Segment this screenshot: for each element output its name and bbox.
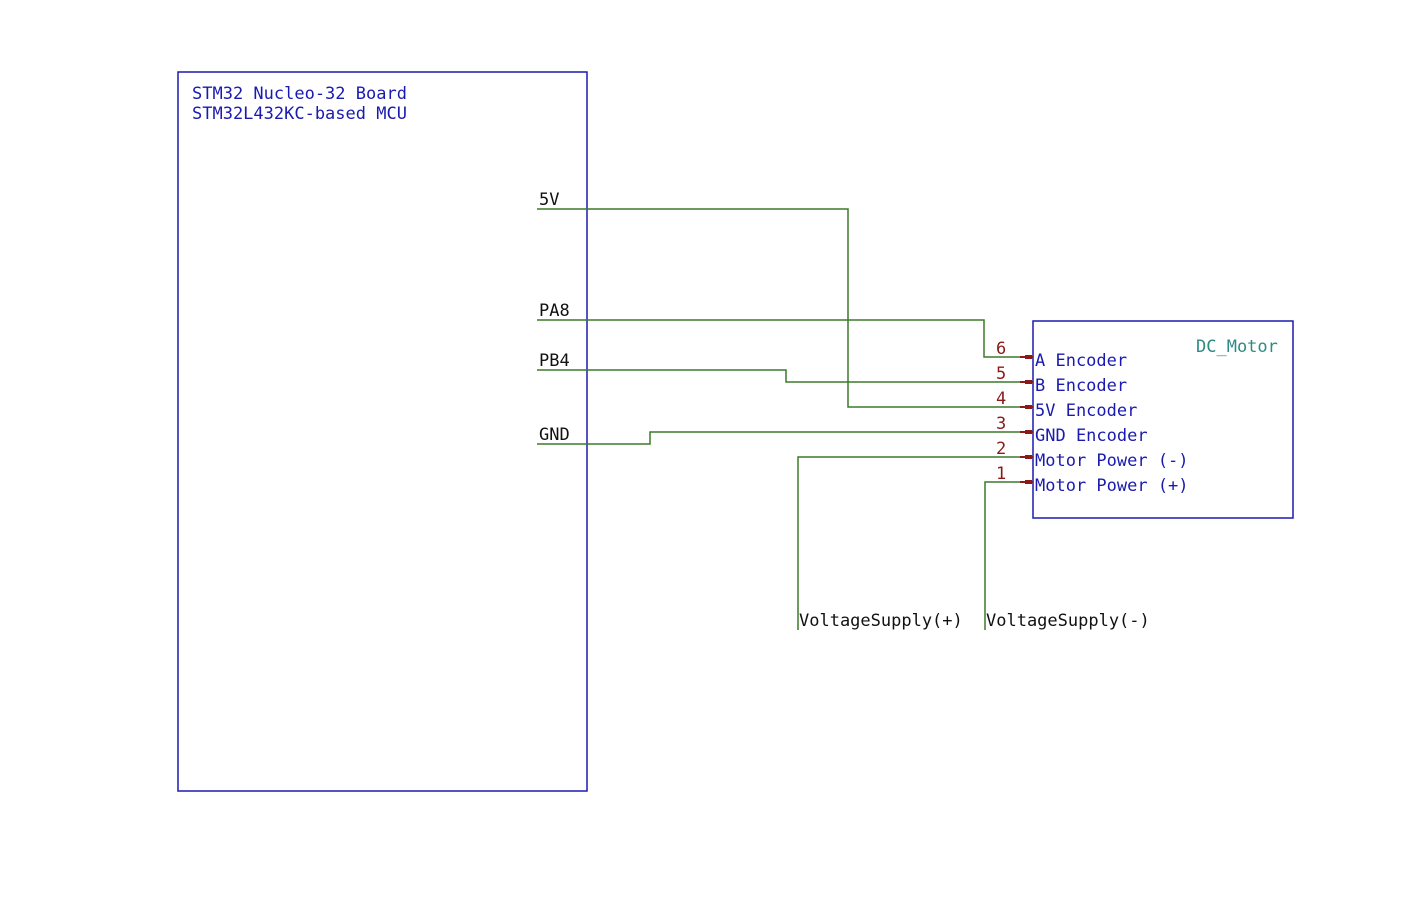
mcu-title-line1: STM32 Nucleo-32 Board: [192, 84, 407, 104]
wire-5v-to-encoder[interactable]: [537, 208, 1027, 408]
motor-pin-1-end: [1025, 480, 1032, 484]
voltage-supply-negative-label[interactable]: VoltageSupply(-): [986, 611, 1150, 631]
mcu-pin-gnd-label: GND: [539, 425, 570, 445]
wire-motor-plus-to-supply-minus[interactable]: [984, 481, 1027, 630]
motor-pin-stubs: [1020, 355, 1033, 484]
motor-pin-3-label: GND Encoder: [1035, 426, 1148, 446]
motor-block[interactable]: DC_Motor 6 5 4 3 2 1 A Encoder B Encoder…: [996, 320, 1294, 519]
voltage-supply-positive-label[interactable]: VoltageSupply(+): [799, 611, 963, 631]
mcu-title-line2: STM32L432KC-based MCU: [192, 104, 407, 124]
mcu-pin-5v-label: 5V: [539, 190, 559, 210]
mcu-pin-pb4-label: PB4: [539, 351, 570, 371]
motor-pin-5-number: 5: [996, 364, 1006, 384]
mcu-block[interactable]: STM32 Nucleo-32 Board STM32L432KC-based …: [177, 71, 588, 792]
motor-pin-2-end: [1025, 455, 1032, 459]
wire-pa8-to-a-encoder[interactable]: [537, 319, 1027, 358]
wire-pb4-to-b-encoder[interactable]: [537, 369, 1027, 383]
motor-pin-4-end: [1025, 405, 1032, 409]
motor-pin-3-end: [1025, 430, 1032, 434]
motor-pin-1-number: 1: [996, 464, 1006, 484]
motor-pin-2-label: Motor Power (-): [1035, 451, 1189, 471]
motor-outline: [1032, 320, 1294, 519]
motor-pin-6-end: [1025, 355, 1032, 359]
wires: [537, 208, 1027, 630]
wire-motor-minus-to-supply-plus[interactable]: [797, 456, 1027, 630]
motor-pin-3-number: 3: [996, 414, 1006, 434]
motor-pin-5-end: [1025, 380, 1032, 384]
motor-pin-2-number: 2: [996, 439, 1006, 459]
wire-gnd-to-gnd-encoder[interactable]: [537, 431, 1027, 445]
mcu-pin-pa8-label: PA8: [539, 301, 570, 321]
motor-pin-6-number: 6: [996, 339, 1006, 359]
motor-pin-4-number: 4: [996, 389, 1006, 409]
motor-pin-5-label: B Encoder: [1035, 376, 1127, 396]
motor-pin-1-label: Motor Power (+): [1035, 476, 1189, 496]
mcu-outline: [177, 71, 588, 792]
motor-pin-6-label: A Encoder: [1035, 351, 1127, 371]
motor-pin-4-label: 5V Encoder: [1035, 401, 1137, 421]
motor-reference: DC_Motor: [1196, 337, 1278, 357]
